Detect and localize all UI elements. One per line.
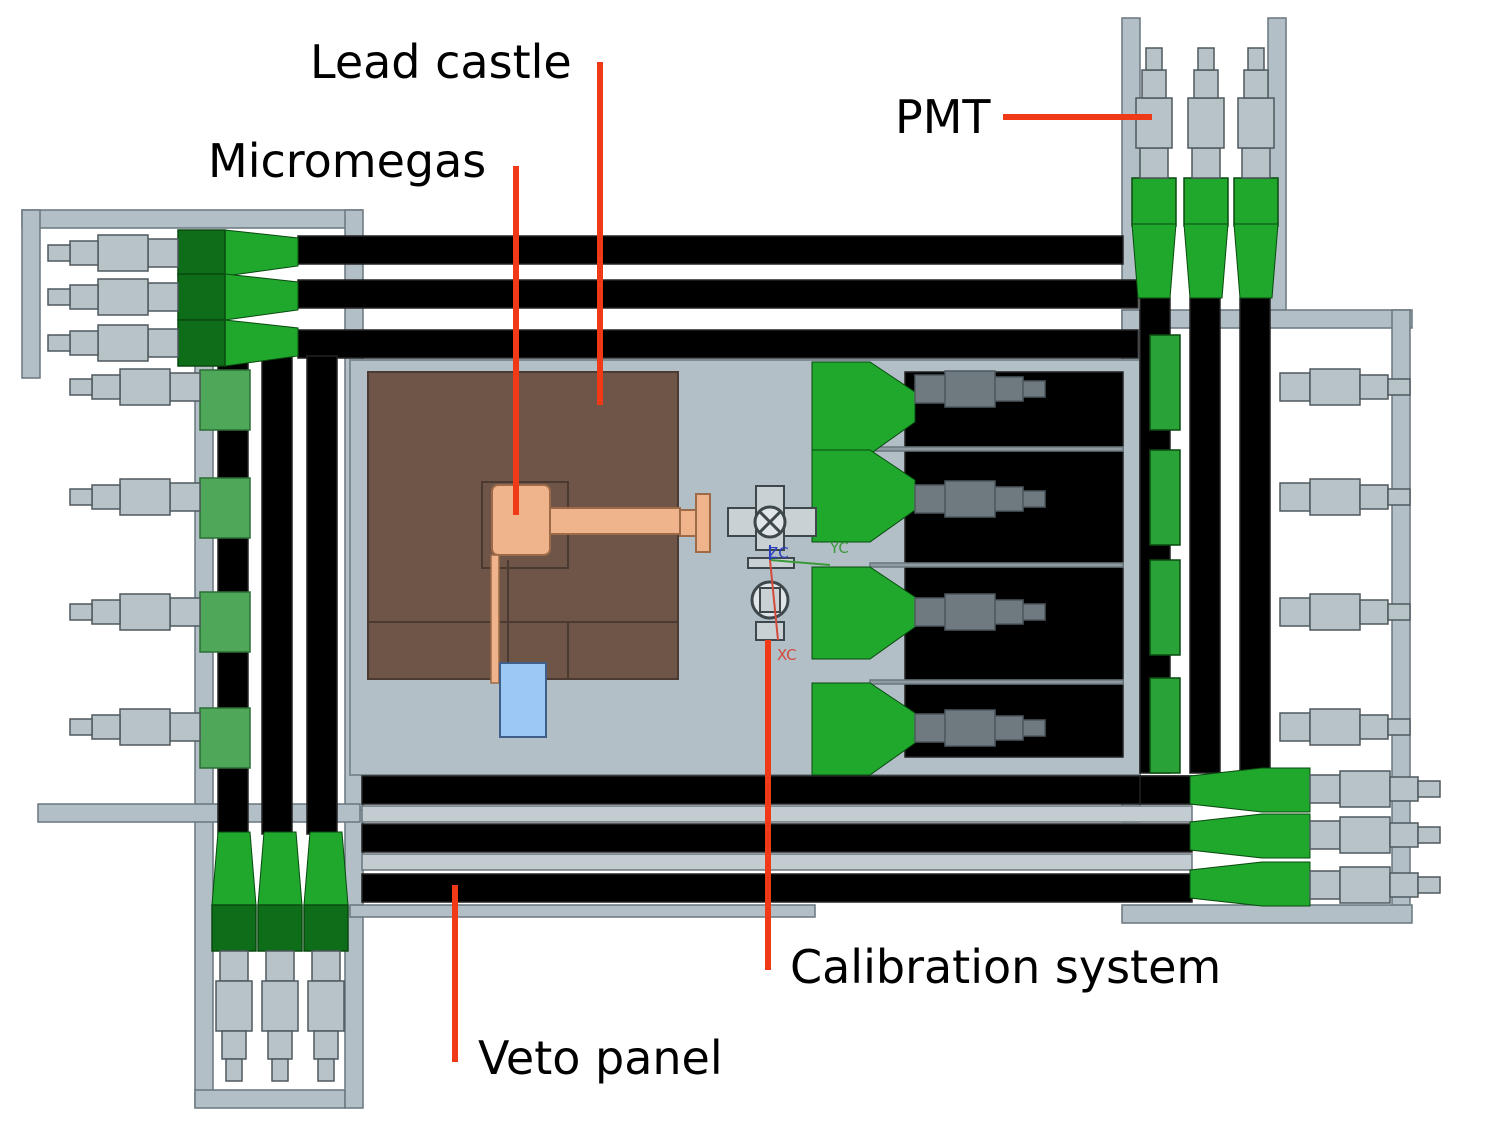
pmt-label: PMT [895,90,991,144]
light-guide-faded [199,591,251,653]
light-guide [1189,767,1311,813]
panel-divider [869,679,1124,685]
light-guide [811,682,916,776]
light-guide [1189,813,1311,859]
frame-bar [194,1089,346,1109]
axis-yc-label: YC [829,539,849,557]
veto-panel-bar [1139,775,1193,805]
axis-xc-label: XC [777,646,797,664]
panel-divider [869,446,1124,452]
light-guide-faded [1149,559,1181,656]
light-guide-neck [177,273,226,321]
frame-bar [349,904,816,918]
pmt [1237,47,1275,179]
frame-bar [21,209,363,229]
spacer-strip [361,853,1193,871]
pmt [47,278,179,316]
light-guides [177,177,1311,952]
light-guide [211,831,257,906]
panel-divider [869,562,1124,568]
light-guide-neck [177,229,226,277]
light-guide-faded [1149,449,1181,546]
micromegas-detector [481,481,711,738]
pmt [1279,708,1411,746]
spacer-strip [361,805,1193,823]
light-guide-faded [199,707,251,769]
calibration-block [499,662,547,738]
pmt [69,593,201,631]
lead-castle-label: Lead castle [310,35,572,89]
pmt [307,950,345,1082]
micromegas-label: Micromegas [208,134,486,188]
leader-lines [452,62,1152,1062]
pmt [1187,47,1225,179]
pmts [47,47,1441,1082]
micromegas-pipe [549,507,681,535]
veto-panel-bar [361,873,1193,903]
veto-panel-bar [361,775,1193,805]
veto-panel-bar [261,355,293,835]
labels: Lead castle Micromegas PMT Calibration s… [208,35,1221,1085]
pmt [1279,593,1411,631]
light-guide-neck [1183,177,1229,227]
pmt [69,478,201,516]
pmt [69,368,201,406]
light-guide [1183,223,1229,299]
light-guide [1189,861,1311,907]
frame-bar [1121,904,1413,924]
light-guide-neck [177,319,226,367]
pmt [1309,866,1441,904]
pmt [914,370,1046,408]
pmt [47,234,179,272]
frame-bar [21,209,41,379]
light-guide-faded [1149,334,1181,431]
calibration-system-label: Calibration system [790,940,1221,994]
light-guide [811,566,916,660]
micromegas-vessel [491,484,551,556]
calibration-system-device: ZC YC XC [727,485,849,664]
pmt [1279,478,1411,516]
pmt [1309,770,1441,808]
light-guide-faded [1149,677,1181,774]
veto-panel-bar [297,279,1139,309]
pmt [914,593,1046,631]
veto-panel-bar [297,329,1139,359]
light-guide [1131,223,1177,299]
pmt [914,480,1046,518]
light-guide-faded [199,477,251,539]
pmt [1309,816,1441,854]
axis-zc-label: ZC [768,544,789,562]
pmt [1135,47,1173,179]
veto-panel-bar [1189,297,1221,774]
pmt [47,324,179,362]
veto-panel-bar [297,235,1124,265]
veto-panels [217,235,1271,903]
veto-panel-bar [361,823,1193,853]
light-guide-neck [211,904,257,952]
light-guide [303,831,349,906]
pmt [1279,368,1411,406]
light-guide [257,831,303,906]
pmt [914,709,1046,747]
light-guide-neck [1131,177,1177,227]
veto-panel-bar [306,355,338,835]
pmt [261,950,299,1082]
light-guide-neck [1233,177,1279,227]
light-guide [1233,223,1279,299]
frame-bar [344,809,364,1109]
pmt [215,950,253,1082]
light-guide-faded [199,369,251,431]
veto-panel-label: Veto panel [478,1031,723,1085]
veto-panel-bar [1239,297,1271,774]
pmt [69,708,201,746]
light-guide-neck [257,904,303,952]
light-guide-neck [303,904,349,952]
